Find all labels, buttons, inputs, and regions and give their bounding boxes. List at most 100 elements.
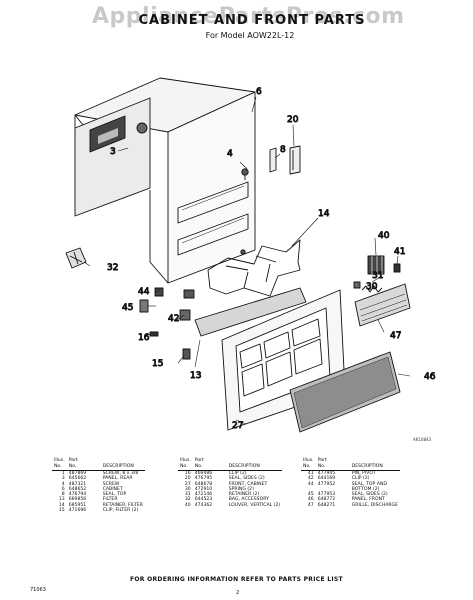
callout-6: 6 [256, 87, 262, 97]
table-cell-part: 477945 [317, 471, 336, 476]
table-cell-desc: PANEL, FRONT [351, 497, 385, 503]
callout-42: 42 [168, 314, 179, 324]
table-cell-part: 644523 [194, 497, 213, 503]
callout-14: 14 [318, 209, 330, 219]
screw-part [240, 168, 249, 255]
table-cell-desc: FRONT, CABINET [228, 481, 268, 487]
callout-4: 4 [227, 149, 233, 159]
retainer-part [353, 281, 361, 289]
rear-panel-part [74, 97, 151, 217]
table-cell-part: 645662 [68, 476, 87, 482]
table-cell-desc: PANEL, REAR [102, 476, 133, 482]
table-cell-desc: SCREW, 8 x 3/8 [102, 471, 139, 476]
description-header: DESCRIPTION [102, 464, 134, 469]
table-cell-illus: 6 [61, 486, 65, 492]
table-cell-illus: 4 [61, 481, 65, 487]
table-cell-illus: 41 [307, 471, 314, 476]
page-number: 2 [236, 590, 240, 596]
table-cell-part: 472910 [194, 486, 213, 492]
table-cell-desc: GRILLE, DISCHARGE [351, 502, 399, 508]
table-cell-desc: SEAL, SIDES (2) [351, 492, 388, 498]
callout-20: 20 [287, 115, 299, 125]
callout-27: 27 [232, 421, 243, 431]
table-cell-part: 472146 [194, 492, 213, 498]
table-row: BOTTOM (2) [301, 487, 400, 492]
table-cell-part: 669856 [68, 497, 87, 503]
top-seal-part [269, 147, 277, 173]
side-seal-part [289, 145, 301, 175]
front-panel-part [289, 351, 401, 433]
page-subtitle: For Model AOW22L-12 [205, 31, 295, 40]
table-cell-part: 648271 [317, 502, 336, 508]
filter-retainer-part [207, 239, 301, 297]
pivot-pin-part [393, 263, 401, 273]
callout-30: 30 [366, 282, 378, 292]
table-cell-desc: CLIP (2) [351, 476, 370, 482]
callout-31: 31 [372, 271, 383, 281]
vertical-louver-part [367, 255, 385, 275]
table-cell-illus: 14 [58, 502, 65, 508]
table-cell-illus: 20 [184, 476, 191, 482]
table-cell-illus: 8 [61, 492, 65, 498]
table-cell-illus: 42 [307, 476, 314, 482]
table-cell-part: 477952 [317, 481, 336, 487]
table-cell-desc: CLIP, FILTER (2) [102, 508, 139, 514]
leader-lines [83, 96, 411, 425]
table-cell-part: 476795 [194, 476, 213, 482]
table-cell-illus: 30 [184, 486, 191, 492]
callout-40: 40 [378, 231, 390, 241]
callout-8: 8 [280, 145, 286, 155]
table-cell-illus: 27 [184, 481, 191, 487]
table-cell-desc: SEAL, TOP AND [351, 481, 387, 487]
table-cell-desc: BAG, ACCESSORY [228, 497, 269, 503]
table-cell-illus: 45 [307, 492, 314, 498]
callout-41: 41 [394, 247, 405, 257]
table-cell-desc: FILTER [102, 497, 118, 503]
table-cell-desc: SCREW [102, 481, 120, 487]
table-cell-illus: 15 [58, 508, 65, 514]
table-cell-part: 474362 [194, 502, 213, 508]
table-cell-desc: RETAINER, FILTER [102, 502, 144, 508]
table-cell-illus: 31 [184, 492, 191, 498]
illus-header: Illus. [54, 458, 65, 463]
table-cell-part: 487869 [68, 471, 87, 476]
table-cell-desc: SEAL, TOP [102, 492, 127, 498]
table-cell-desc: BOTTOM (2) [351, 486, 380, 492]
callout-13: 13 [190, 371, 201, 381]
table-cell-part: 487321 [68, 481, 87, 487]
callout-15: 15 [152, 359, 163, 369]
discharge-grille-part [354, 283, 411, 327]
table-cell-desc: SEAL, SIDES (2) [228, 476, 265, 482]
table-cell-desc: RETAINER (2) [228, 492, 260, 498]
table-cell-illus: 40 [184, 502, 191, 508]
callout-16: 16 [138, 333, 150, 343]
table-cell-illus: 32 [184, 497, 191, 503]
filter-part [194, 287, 307, 337]
table-cell-illus: 16 [184, 471, 191, 476]
ordering-note: FOR ORDERING INFORMATION REFER TO PARTS … [130, 576, 343, 583]
callout-47: 47 [390, 331, 401, 341]
table-cell-part: 648772 [317, 497, 336, 503]
watermark: AppliancePartsPros.com [92, 4, 405, 29]
table-cell-part: 644169 [317, 476, 336, 482]
table-cell-illus: 47 [307, 502, 314, 508]
table-cell-illus: 3 [61, 476, 65, 482]
